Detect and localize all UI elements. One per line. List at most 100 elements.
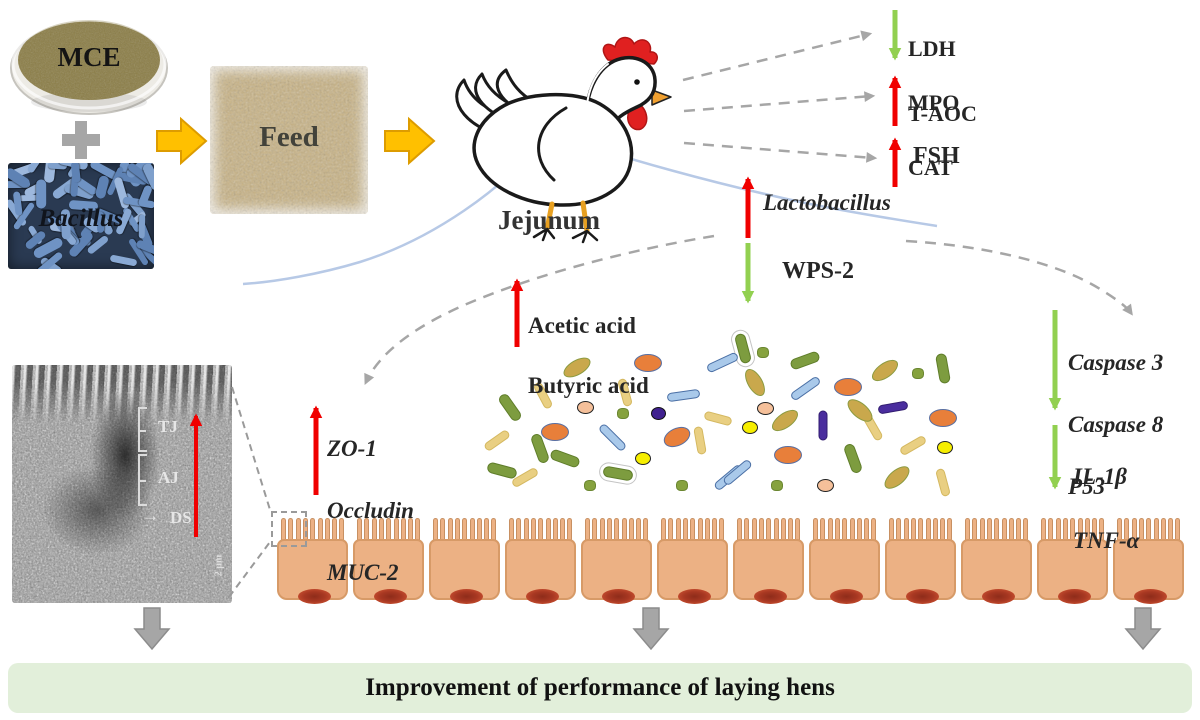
- microvillus: [560, 518, 566, 542]
- microvillus: [1023, 518, 1029, 542]
- jejunum-label: Jejunum: [498, 205, 601, 235]
- apoptosis-block: Caspase 3 Caspase 8 P53: [1068, 316, 1163, 533]
- microvillus: [842, 518, 848, 542]
- microvillus: [1160, 518, 1166, 542]
- microvillus: [628, 518, 634, 542]
- bacterium-green-dot: [912, 367, 924, 379]
- bacterium-green-dot: [584, 479, 596, 491]
- microvillus: [530, 518, 536, 542]
- microvillus: [433, 518, 438, 542]
- microvillus: [339, 518, 345, 542]
- microvillus: [440, 518, 446, 542]
- mce-label: MCE: [57, 42, 121, 72]
- microvillus: [856, 518, 862, 542]
- microvillus: [400, 518, 406, 542]
- bacterium-orange-oval: [929, 409, 957, 427]
- microvillus: [281, 518, 286, 542]
- microvillus: [538, 518, 544, 542]
- microvillus: [1092, 518, 1098, 542]
- bacterium-peach-circle: [576, 400, 594, 414]
- scfa-block: Acetic acid Butyric acid: [528, 281, 649, 431]
- microvillus: [910, 518, 916, 542]
- microvillus: [295, 518, 301, 542]
- bacillus-label: Bacillus: [38, 205, 124, 232]
- microvillus: [1146, 518, 1152, 542]
- microvillus: [523, 518, 529, 542]
- acetic-line: Acetic acid: [528, 313, 636, 338]
- microvillus: [682, 518, 688, 542]
- microvillus: [896, 518, 902, 542]
- microvillus: [1175, 518, 1181, 542]
- cell-body: [429, 539, 500, 604]
- bacterium-yellow-circle: [635, 451, 651, 465]
- microvillus: [994, 518, 1000, 542]
- microvillus: [972, 518, 978, 542]
- microvillus: [1062, 518, 1068, 542]
- bacterium-orange-oval: [774, 446, 802, 464]
- microvillus: [1001, 518, 1007, 542]
- cell-body: [657, 539, 728, 604]
- cell-body: [809, 539, 880, 604]
- microvillus: [986, 518, 992, 542]
- microvillus: [621, 518, 627, 542]
- microvillus: [469, 518, 475, 542]
- microvillus: [462, 518, 468, 542]
- bacterium-peach-circle: [816, 478, 834, 492]
- epithelial-cell: [353, 518, 424, 604]
- epithelial-cell: [885, 518, 956, 604]
- bacterium-green-dot: [771, 479, 783, 491]
- microvillus: [643, 518, 649, 542]
- caspase3-line: Caspase 3: [1068, 350, 1164, 375]
- cell-body: [505, 539, 576, 604]
- bacillus-sem-image: Bacillus: [8, 163, 154, 269]
- cell-body: [961, 539, 1032, 604]
- microvillus: [386, 518, 392, 542]
- bacterium-yellow-circle: [742, 420, 758, 434]
- microvillus: [1153, 518, 1159, 542]
- microvillus: [606, 518, 612, 542]
- microvillus: [712, 518, 718, 542]
- bacterium-orange-oval: [834, 378, 862, 396]
- microvillus: [940, 518, 946, 542]
- epithelial-cell: [733, 518, 804, 604]
- microvillus: [552, 518, 558, 542]
- butyric-line: Butyric acid: [528, 373, 649, 398]
- em-dark-region-2: [42, 465, 152, 555]
- cell-body: [1037, 539, 1108, 604]
- microvillus: [827, 518, 833, 542]
- aj-label: AJ: [158, 468, 179, 487]
- serum-ldh-mpo: LDH MPO: [908, 8, 959, 143]
- microvillus: [484, 518, 490, 542]
- microvillus: [834, 518, 840, 542]
- tj-label: TJ: [158, 417, 178, 436]
- microvillus: [408, 518, 414, 542]
- cell-nucleus: [678, 589, 711, 604]
- microvillus: [545, 518, 551, 542]
- conclusion-text: Improvement of performance of laying hen…: [365, 674, 835, 701]
- epithelial-cell: [429, 518, 500, 604]
- microvillus: [820, 518, 826, 542]
- microvillus: [661, 518, 666, 542]
- microvillus: [567, 518, 573, 542]
- cell-nucleus: [906, 589, 939, 604]
- microvillus: [979, 518, 985, 542]
- bacterium-purple-circle: [650, 406, 666, 420]
- microvillus: [766, 518, 772, 542]
- microvillus: [1077, 518, 1083, 542]
- microvillus: [447, 518, 453, 542]
- plus-icon: [62, 121, 100, 159]
- microvillus: [491, 518, 497, 542]
- microvillus: [288, 518, 294, 542]
- microvillus: [1041, 518, 1046, 542]
- cell-nucleus: [526, 589, 559, 604]
- taoc-line: T-AOC: [908, 101, 977, 126]
- cell-nucleus: [298, 589, 331, 604]
- microvillus: [690, 518, 696, 542]
- microvillus: [415, 518, 421, 542]
- microvillus: [317, 518, 323, 542]
- cell-nucleus: [602, 589, 635, 604]
- barrier-block: ZO-1 Occludin MUC-2: [327, 402, 414, 619]
- microvillus: [932, 518, 938, 542]
